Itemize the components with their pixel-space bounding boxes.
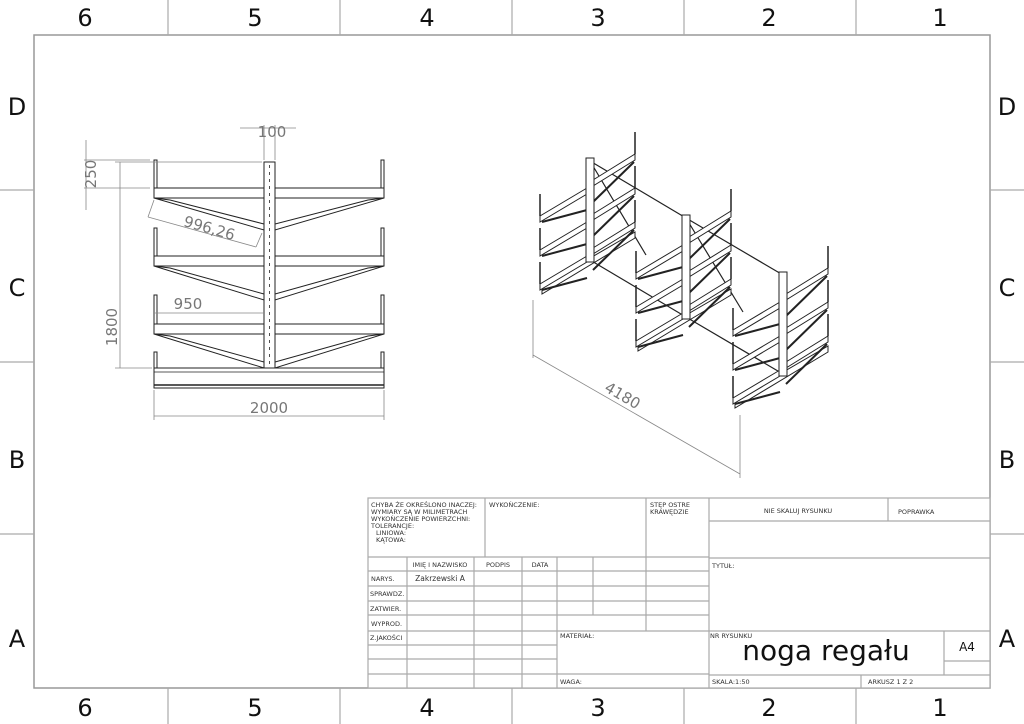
drawing-number: noga regału — [742, 634, 909, 667]
front-brace — [541, 209, 588, 223]
back-brace — [785, 309, 828, 351]
right-post — [380, 227, 385, 257]
zone-col-5: 5 — [247, 4, 262, 32]
row-label-approved: ZATWIER. — [370, 605, 401, 613]
base-beam — [637, 288, 732, 352]
material-label: MATERIAŁ: — [560, 632, 594, 640]
column — [778, 271, 788, 377]
front-brace — [734, 323, 781, 337]
drawn-by: Zakrzewski A — [415, 574, 466, 583]
zone-col-3: 3 — [590, 4, 605, 32]
zone-col-4-bottom: 4 — [419, 694, 434, 722]
sheet-number: ARKUSZ 1 Z 2 — [868, 678, 913, 686]
front-brace — [637, 266, 684, 280]
zone-col-3-bottom: 3 — [590, 694, 605, 722]
left-post — [153, 227, 158, 257]
left-post — [153, 351, 158, 369]
back-brace — [688, 286, 731, 328]
cross-brace — [685, 217, 744, 313]
left-diagonal-brace — [153, 265, 265, 301]
row-label-drawn: NARYS. — [371, 575, 395, 583]
top-tie-bar — [685, 217, 784, 276]
row-label-manufactured: WYPROD. — [371, 620, 402, 628]
back-brace — [688, 252, 731, 294]
zone-row-d: D — [8, 93, 26, 121]
right-diagonal-brace — [274, 333, 385, 369]
scale: SKALA:1:50 — [712, 678, 750, 686]
zone-row-c-right: C — [999, 274, 1016, 302]
left-post — [153, 294, 158, 325]
general-notes: CHYBA ŻE OKREŚLONO INACZEJ: WYMIARY SĄ W… — [370, 500, 479, 544]
zone-col-1: 1 — [932, 4, 947, 32]
right-post — [380, 351, 385, 369]
zone-col-2-bottom: 2 — [761, 694, 776, 722]
zone-col-1-bottom: 1 — [932, 694, 947, 722]
back-brace — [785, 275, 828, 317]
dim-width: 2000 — [250, 399, 288, 417]
revision-label: POPRAWKA — [898, 508, 935, 516]
zone-row-d-right: D — [998, 93, 1016, 121]
zone-row-b-right: B — [999, 446, 1015, 474]
row-label-quality: Z.JAKOŚCI — [370, 633, 402, 642]
isometric-view — [539, 132, 829, 409]
back-brace — [592, 229, 635, 271]
rack-leg — [635, 189, 732, 352]
dim-arm: 950 — [174, 295, 203, 313]
front-brace — [541, 277, 588, 291]
cross-brace — [589, 160, 647, 256]
zone-row-b: B — [9, 446, 25, 474]
front-brace — [734, 357, 781, 371]
rack-leg — [539, 132, 636, 295]
front-brace — [734, 391, 781, 405]
dim-column-width: 100 — [258, 123, 287, 141]
back-brace — [688, 218, 731, 260]
zone-col-6-bottom: 6 — [77, 694, 92, 722]
right-post — [380, 294, 385, 325]
left-post — [153, 159, 158, 189]
back-brace — [592, 195, 635, 237]
right-diagonal-brace — [274, 265, 385, 301]
zone-col-4: 4 — [419, 4, 434, 32]
right-diagonal-brace — [274, 197, 385, 231]
zone-labels: 6 5 4 3 2 1 6 5 4 3 2 1 D C B A D C B A — [8, 4, 1016, 722]
dim-length: 4180 — [601, 378, 643, 413]
zone-row-a: A — [9, 625, 26, 653]
zone-col-6: 6 — [77, 4, 92, 32]
zone-row-c: C — [9, 274, 26, 302]
column — [585, 157, 595, 263]
base-beam — [734, 345, 829, 409]
zone-col-2: 2 — [761, 4, 776, 32]
bottom-tie-bar — [685, 316, 784, 375]
zone-row-a-right: A — [999, 625, 1016, 653]
top-tie-bar — [589, 160, 687, 219]
drawing-no-label: NR RYSUNKU — [710, 632, 752, 640]
sheet-size: A4 — [959, 640, 975, 654]
header-sign: PODPIS — [486, 561, 510, 569]
no-scale-note: NIE SKALUJ RYSUNKU — [764, 507, 833, 515]
weight-label: WAGA: — [560, 678, 582, 686]
header-date: DATA — [532, 561, 549, 569]
title-label: TYTUŁ: — [711, 562, 735, 570]
finish-label: WYKOŃCZENIE: — [489, 500, 539, 509]
front-view — [153, 159, 385, 389]
column — [681, 214, 691, 320]
front-brace — [637, 300, 684, 314]
dim-height: 1800 — [103, 308, 121, 346]
left-diagonal-brace — [153, 333, 265, 369]
row-label-checked: SPRAWDZ. — [370, 590, 404, 598]
dim-top-post: 250 — [82, 160, 100, 189]
zone-col-5-bottom: 5 — [247, 694, 262, 722]
base-beam — [541, 231, 636, 295]
front-brace — [637, 334, 684, 348]
front-brace — [541, 243, 588, 257]
back-brace — [785, 343, 828, 385]
bottom-tie-bar — [589, 259, 687, 318]
header-name: IMIĘ I NAZWISKO — [413, 561, 468, 569]
title-block: CHYBA ŻE OKREŚLONO INACZEJ: WYMIARY SĄ W… — [367, 497, 991, 689]
back-brace — [592, 161, 635, 203]
rack-leg — [732, 246, 829, 409]
right-post — [380, 159, 385, 189]
